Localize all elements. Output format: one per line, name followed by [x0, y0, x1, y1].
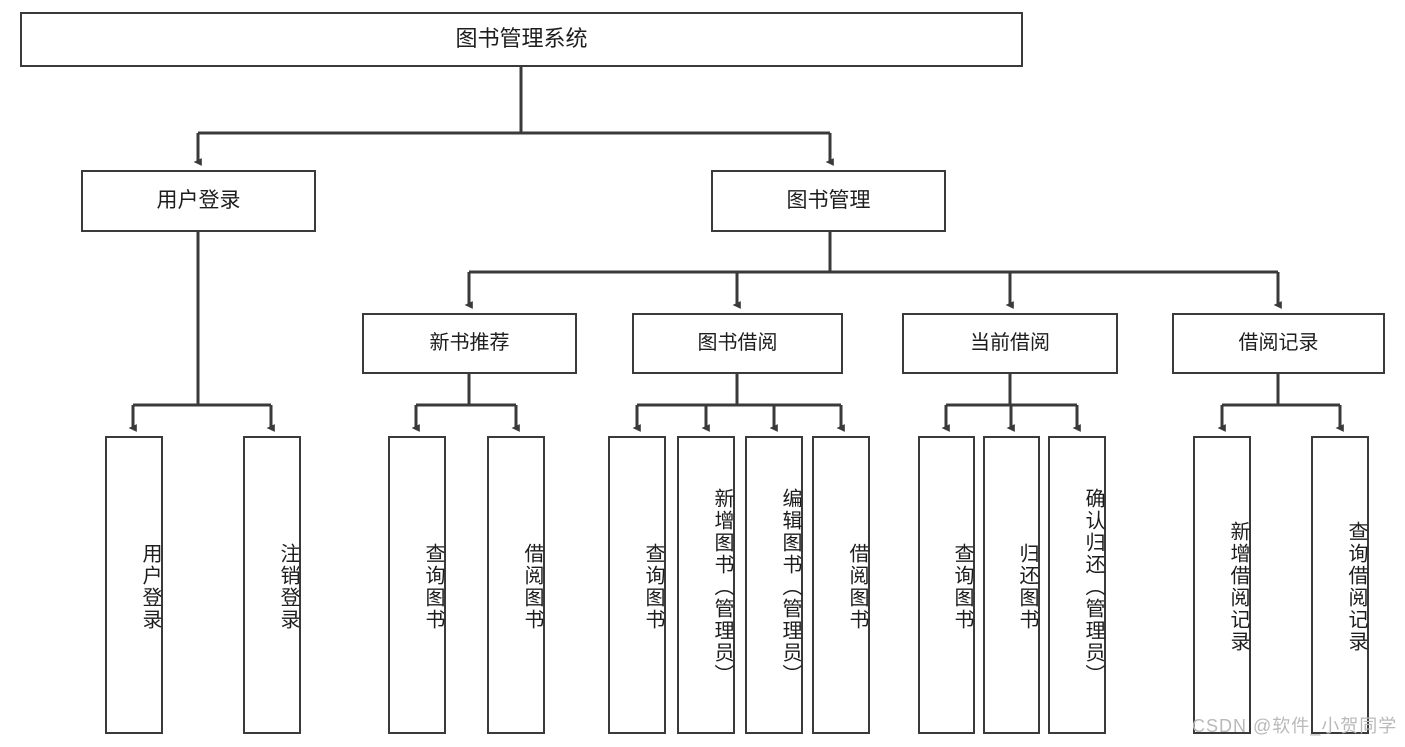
node-label: 确认归还（管理员） — [1082, 488, 1104, 686]
node-label: 用户登录 — [156, 189, 241, 213]
leaf-borrow-book[interactable]: 借阅图书 — [812, 436, 870, 734]
node-label: 新书推荐 — [429, 332, 510, 355]
leaf-return-book[interactable]: 归还图书 — [983, 436, 1040, 734]
leaf-add-book-admin[interactable]: 新增图书（管理员） — [677, 436, 735, 734]
leaf-query-book-current[interactable]: 查询图书 — [918, 436, 975, 734]
node-label: 用户登录 — [139, 543, 161, 631]
node-new-book-recommend[interactable]: 新书推荐 — [362, 313, 577, 374]
node-label: 借阅图书 — [846, 543, 868, 631]
node-label: 编辑图书（管理员） — [779, 488, 801, 686]
node-label: 新增借阅记录 — [1227, 521, 1249, 653]
leaf-query-book-recommend[interactable]: 查询图书 — [388, 436, 446, 734]
node-book-borrow[interactable]: 图书借阅 — [632, 313, 843, 374]
node-label: 图书管理系统 — [455, 26, 588, 52]
node-label: 图书借阅 — [697, 332, 778, 355]
watermark: CSDN @软件_小贺同学 — [1192, 716, 1398, 736]
node-book-management[interactable]: 图书管理 — [711, 170, 946, 232]
node-label: 借阅图书 — [521, 543, 543, 631]
leaf-confirm-return-admin[interactable]: 确认归还（管理员） — [1048, 436, 1106, 734]
node-label: 注销登录 — [277, 543, 299, 631]
leaf-logout[interactable]: 注销登录 — [243, 436, 301, 734]
node-label: 查询图书 — [642, 543, 664, 631]
leaf-borrow-book-recommend[interactable]: 借阅图书 — [487, 436, 545, 734]
node-label: 当前借阅 — [970, 332, 1050, 355]
node-user-login[interactable]: 用户登录 — [81, 170, 316, 232]
node-label: 查询借阅记录 — [1345, 521, 1367, 653]
node-label: 查询图书 — [951, 543, 973, 631]
leaf-query-borrow-record[interactable]: 查询借阅记录 — [1311, 436, 1369, 734]
leaf-edit-book-admin[interactable]: 编辑图书（管理员） — [745, 436, 803, 734]
leaf-add-borrow-record[interactable]: 新增借阅记录 — [1193, 436, 1251, 734]
node-label: 借阅记录 — [1238, 332, 1319, 355]
node-root-system[interactable]: 图书管理系统 — [20, 12, 1023, 67]
node-borrow-record[interactable]: 借阅记录 — [1172, 313, 1385, 374]
leaf-user-login[interactable]: 用户登录 — [105, 436, 163, 734]
leaf-query-book-borrow[interactable]: 查询图书 — [608, 436, 666, 734]
node-label: 查询图书 — [422, 543, 444, 631]
node-current-borrow[interactable]: 当前借阅 — [902, 313, 1118, 374]
node-label: 归还图书 — [1016, 543, 1038, 631]
node-label: 新增图书（管理员） — [711, 488, 733, 686]
node-label: 图书管理 — [786, 189, 871, 213]
